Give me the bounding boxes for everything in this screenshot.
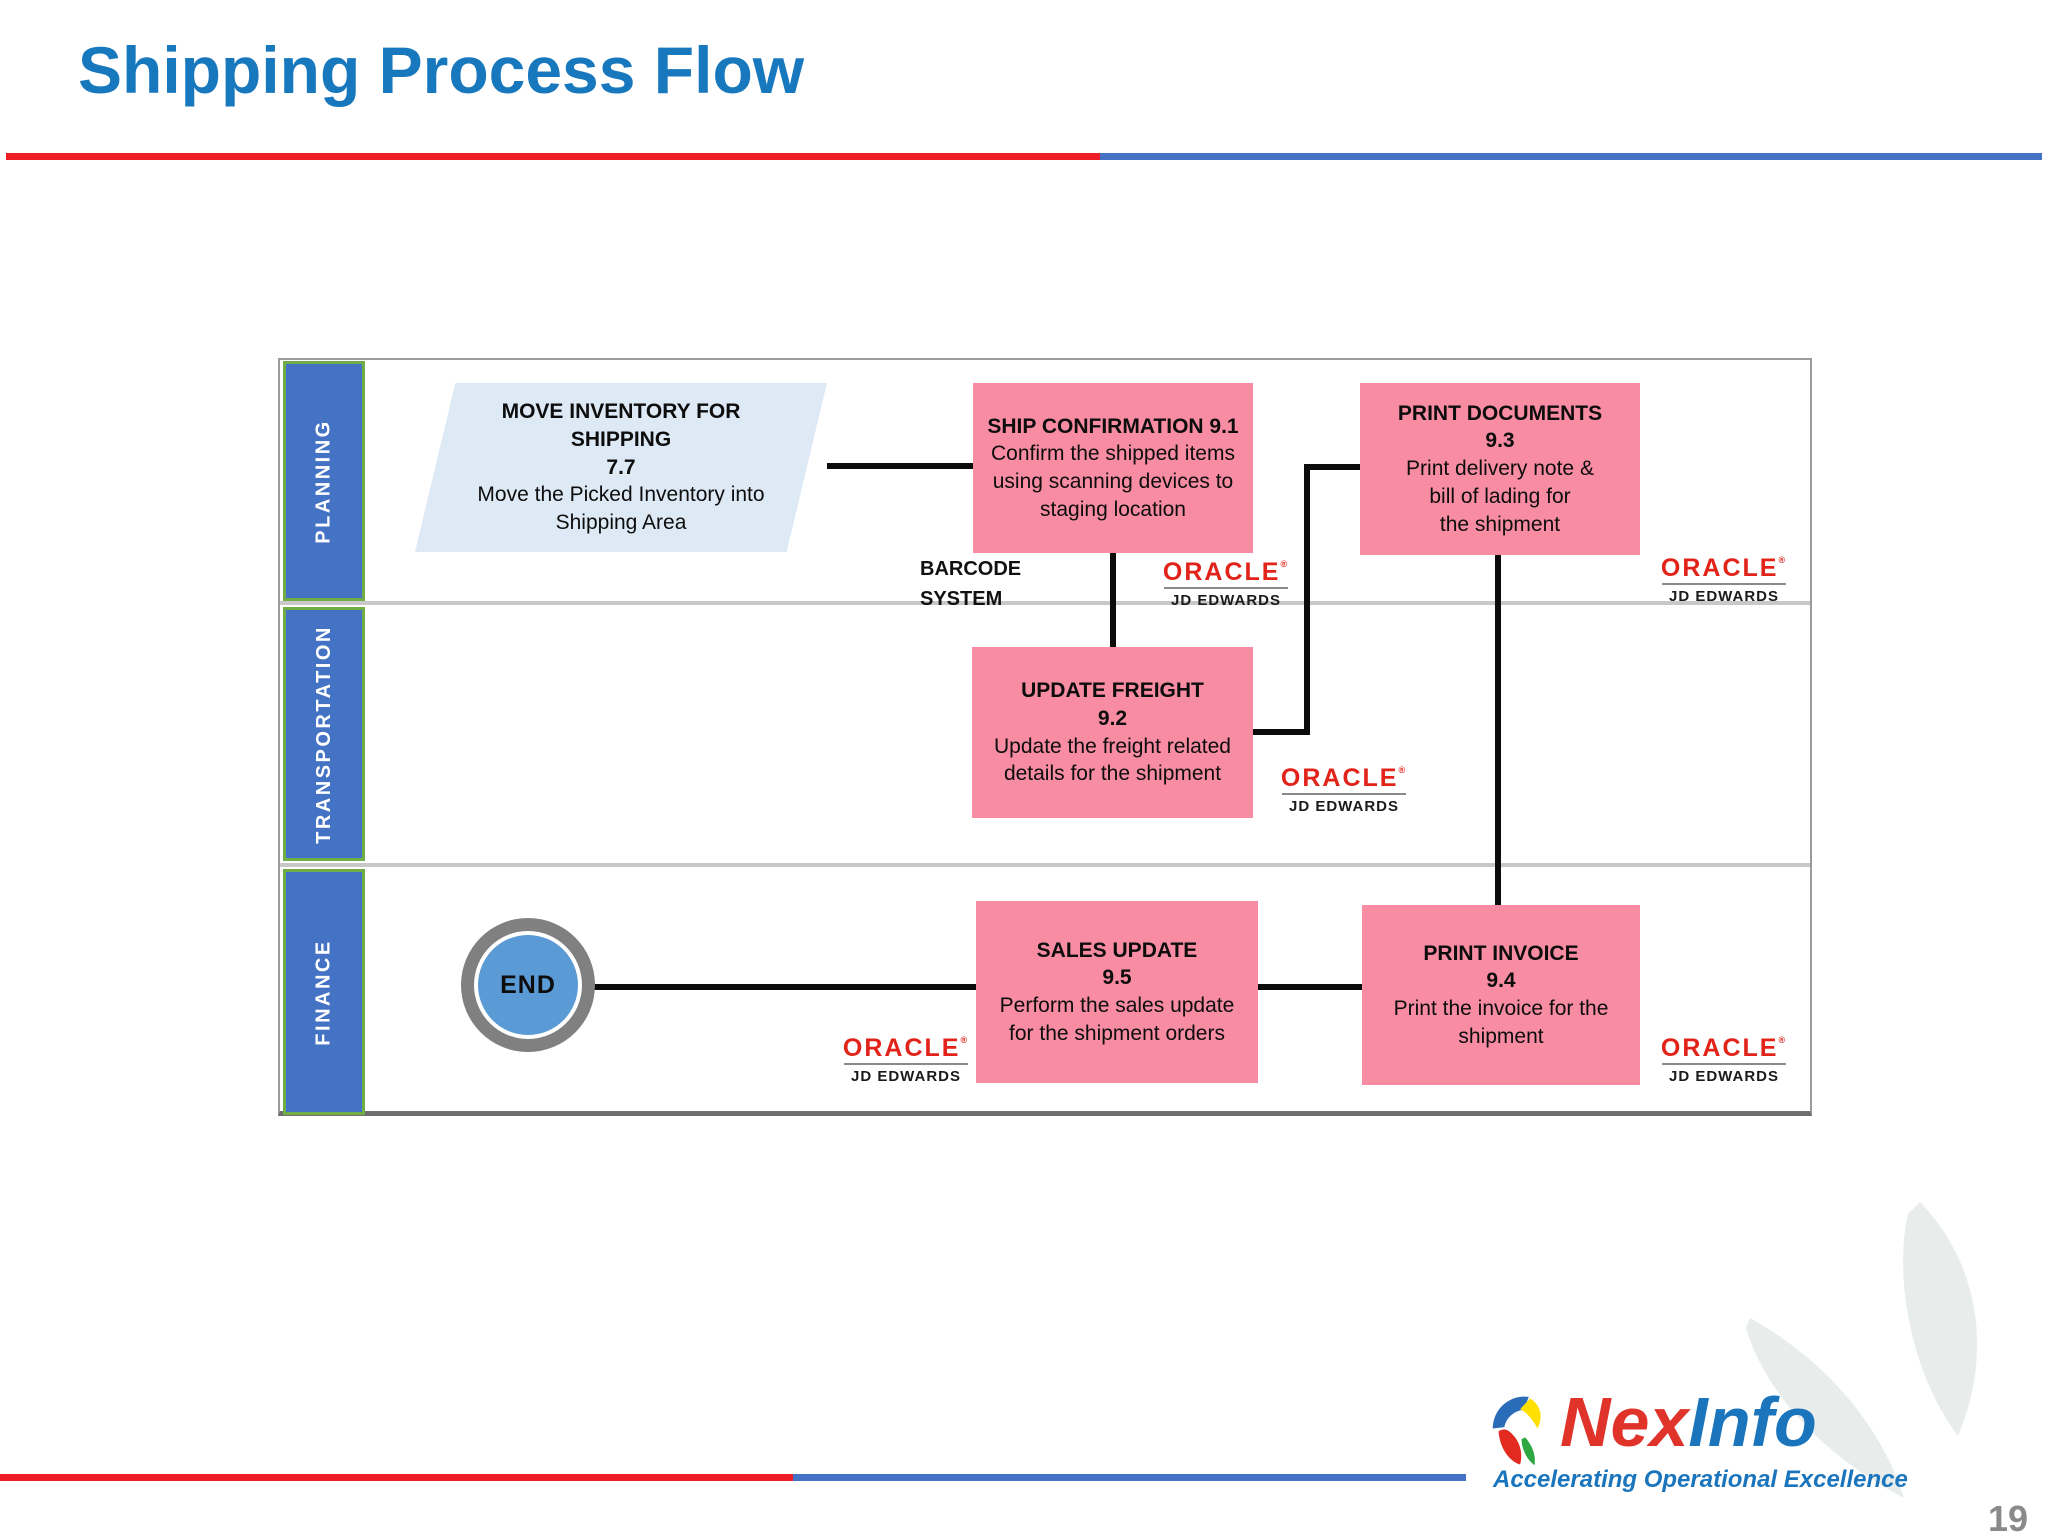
oracle-wordmark: ORACLE® — [1660, 1034, 1788, 1062]
connector-updatefreight-elbow-v — [1304, 464, 1310, 735]
oracle-jde-logo-update-freight: ORACLE® JD EDWARDS — [1278, 766, 1410, 815]
oracle-jde-logo-print-documents: ORACLE® JD EDWARDS — [1658, 556, 1790, 605]
nexinfo-wordmark-info: Info — [1688, 1383, 1817, 1461]
connector-printdocs-to-printinvoice — [1495, 555, 1501, 907]
jd-edwards-wordmark: JD EDWARDS — [1668, 588, 1779, 605]
lane-label-finance: FINANCE — [283, 869, 365, 1115]
lane-label-planning: PLANNING — [283, 361, 365, 601]
node-update-freight-number: 9.2 — [1097, 706, 1128, 730]
node-sales-update-desc-1: Perform the sales update — [999, 994, 1235, 1017]
node-print-invoice: PRINT INVOICE 9.4 Print the invoice for … — [1362, 905, 1640, 1085]
node-ship-confirmation-desc-2: using scanning devices to — [992, 470, 1234, 493]
end-terminator-ring: END — [474, 931, 582, 1039]
nexinfo-wordmark: NexInfo — [1560, 1383, 1817, 1461]
connector-shipconf-to-updatefreight — [1110, 553, 1116, 649]
node-ship-confirmation: SHIP CONFIRMATION 9.1 Confirm the shippe… — [973, 383, 1253, 553]
title-divider-blue — [1100, 153, 2042, 160]
oracle-rule — [1282, 793, 1406, 795]
page-title: Shipping Process Flow — [78, 33, 805, 107]
node-move-inventory-title-1: MOVE INVENTORY FOR — [501, 400, 741, 424]
jd-edwards-wordmark: JD EDWARDS — [1668, 1068, 1779, 1085]
oracle-rule — [1662, 1063, 1786, 1065]
footer-divider-blue — [793, 1474, 1466, 1481]
end-label: END — [500, 970, 556, 999]
node-print-documents-number: 9.3 — [1485, 429, 1515, 453]
title-divider-red — [6, 153, 1100, 160]
connector-elbow-to-printdocs — [1304, 464, 1362, 470]
node-print-invoice-title: PRINT INVOICE — [1423, 941, 1579, 965]
node-update-freight-desc-1: Update the freight related — [994, 734, 1231, 758]
node-ship-confirmation-title: SHIP CONFIRMATION 9.1 — [987, 414, 1239, 438]
node-update-freight: UPDATE FREIGHT 9.2 Update the freight re… — [972, 647, 1253, 818]
lane-label-transportation: TRANSPORTATION — [283, 607, 365, 861]
lane-label-planning-text: PLANNING — [312, 418, 335, 544]
node-update-freight-title: UPDATE FREIGHT — [1021, 679, 1204, 703]
node-print-invoice-number: 9.4 — [1486, 969, 1516, 993]
jd-edwards-wordmark: JD EDWARDS — [850, 1068, 961, 1085]
node-print-documents-desc-2: bill of lading for — [1429, 484, 1571, 508]
barcode-system-line-1: BARCODE — [920, 558, 1022, 580]
node-print-documents: PRINT DOCUMENTS 9.3 Print delivery note … — [1360, 383, 1640, 555]
node-sales-update-desc-2: for the shipment orders — [1009, 1021, 1225, 1045]
lane-label-transportation-text: TRANSPORTATION — [312, 624, 335, 844]
lane-divider-planning-transportation — [280, 601, 1810, 605]
end-terminator: END — [461, 918, 595, 1052]
connector-end-to-salesupdate — [592, 984, 976, 990]
connector-salesupdate-to-printinvoice — [1258, 984, 1362, 990]
nexinfo-wordmark-nex: Nex — [1560, 1383, 1689, 1461]
node-move-inventory-desc-2: Shipping Area — [555, 511, 687, 535]
oracle-wordmark: ORACLE® — [1280, 764, 1408, 792]
oracle-rule — [1164, 587, 1288, 589]
node-ship-confirmation-desc-3: staging location — [1040, 497, 1186, 521]
oracle-wordmark: ORACLE® — [1162, 558, 1290, 586]
node-ship-confirmation-desc-1: Confirm the shipped items — [991, 442, 1235, 466]
node-move-inventory-desc-1: Move the Picked Inventory into — [477, 483, 765, 507]
node-move-inventory: MOVE INVENTORY FOR SHIPPING 7.7 Move the… — [415, 383, 827, 552]
node-print-documents-desc-3: the shipment — [1439, 512, 1561, 536]
jd-edwards-wordmark: JD EDWARDS — [1170, 592, 1281, 609]
node-move-inventory-number: 7.7 — [606, 455, 636, 479]
node-print-documents-desc-1: Print delivery note & — [1406, 457, 1594, 481]
node-update-freight-desc-2: details for the shipment — [1003, 762, 1222, 786]
oracle-rule — [844, 1063, 968, 1065]
barcode-system-line-2: SYSTEM — [920, 588, 1003, 610]
oracle-wordmark: ORACLE® — [1660, 554, 1788, 582]
oracle-jde-logo-print-invoice: ORACLE® JD EDWARDS — [1658, 1036, 1790, 1085]
jd-edwards-wordmark: JD EDWARDS — [1288, 798, 1399, 815]
oracle-jde-logo-sales-update: ORACLE® JD EDWARDS — [840, 1036, 972, 1085]
watermark-leaf-icon — [1746, 1202, 1978, 1498]
node-print-invoice-desc-1: Print the invoice for the — [1393, 997, 1609, 1020]
page-number: 19 — [1988, 1498, 2029, 1536]
node-move-inventory-title-2: SHIPPING — [570, 427, 672, 451]
oracle-rule — [1662, 583, 1786, 585]
node-sales-update-title: SALES UPDATE — [1036, 938, 1198, 962]
node-sales-update-number: 9.5 — [1102, 966, 1132, 990]
node-sales-update: SALES UPDATE 9.5 Perform the sales updat… — [976, 901, 1258, 1083]
oracle-wordmark: ORACLE® — [842, 1034, 970, 1062]
connector-move-to-shipconf — [827, 463, 973, 469]
lane-divider-transportation-finance — [280, 863, 1810, 867]
oracle-jde-logo-ship-confirmation: ORACLE® JD EDWARDS — [1160, 560, 1292, 609]
barcode-system-label: BARCODE SYSTEM — [920, 554, 1021, 614]
connector-updatefreight-elbow-h — [1253, 729, 1310, 735]
lane-label-finance-text: FINANCE — [312, 938, 335, 1046]
nexinfo-leaf-icon — [1492, 1396, 1541, 1466]
node-print-invoice-desc-2: shipment — [1458, 1024, 1544, 1048]
node-print-documents-title: PRINT DOCUMENTS — [1397, 401, 1603, 425]
nexinfo-tagline: Accelerating Operational Excellence — [1493, 1466, 1908, 1493]
end-terminator-fill: END — [478, 935, 578, 1035]
footer-divider-red — [0, 1474, 793, 1481]
